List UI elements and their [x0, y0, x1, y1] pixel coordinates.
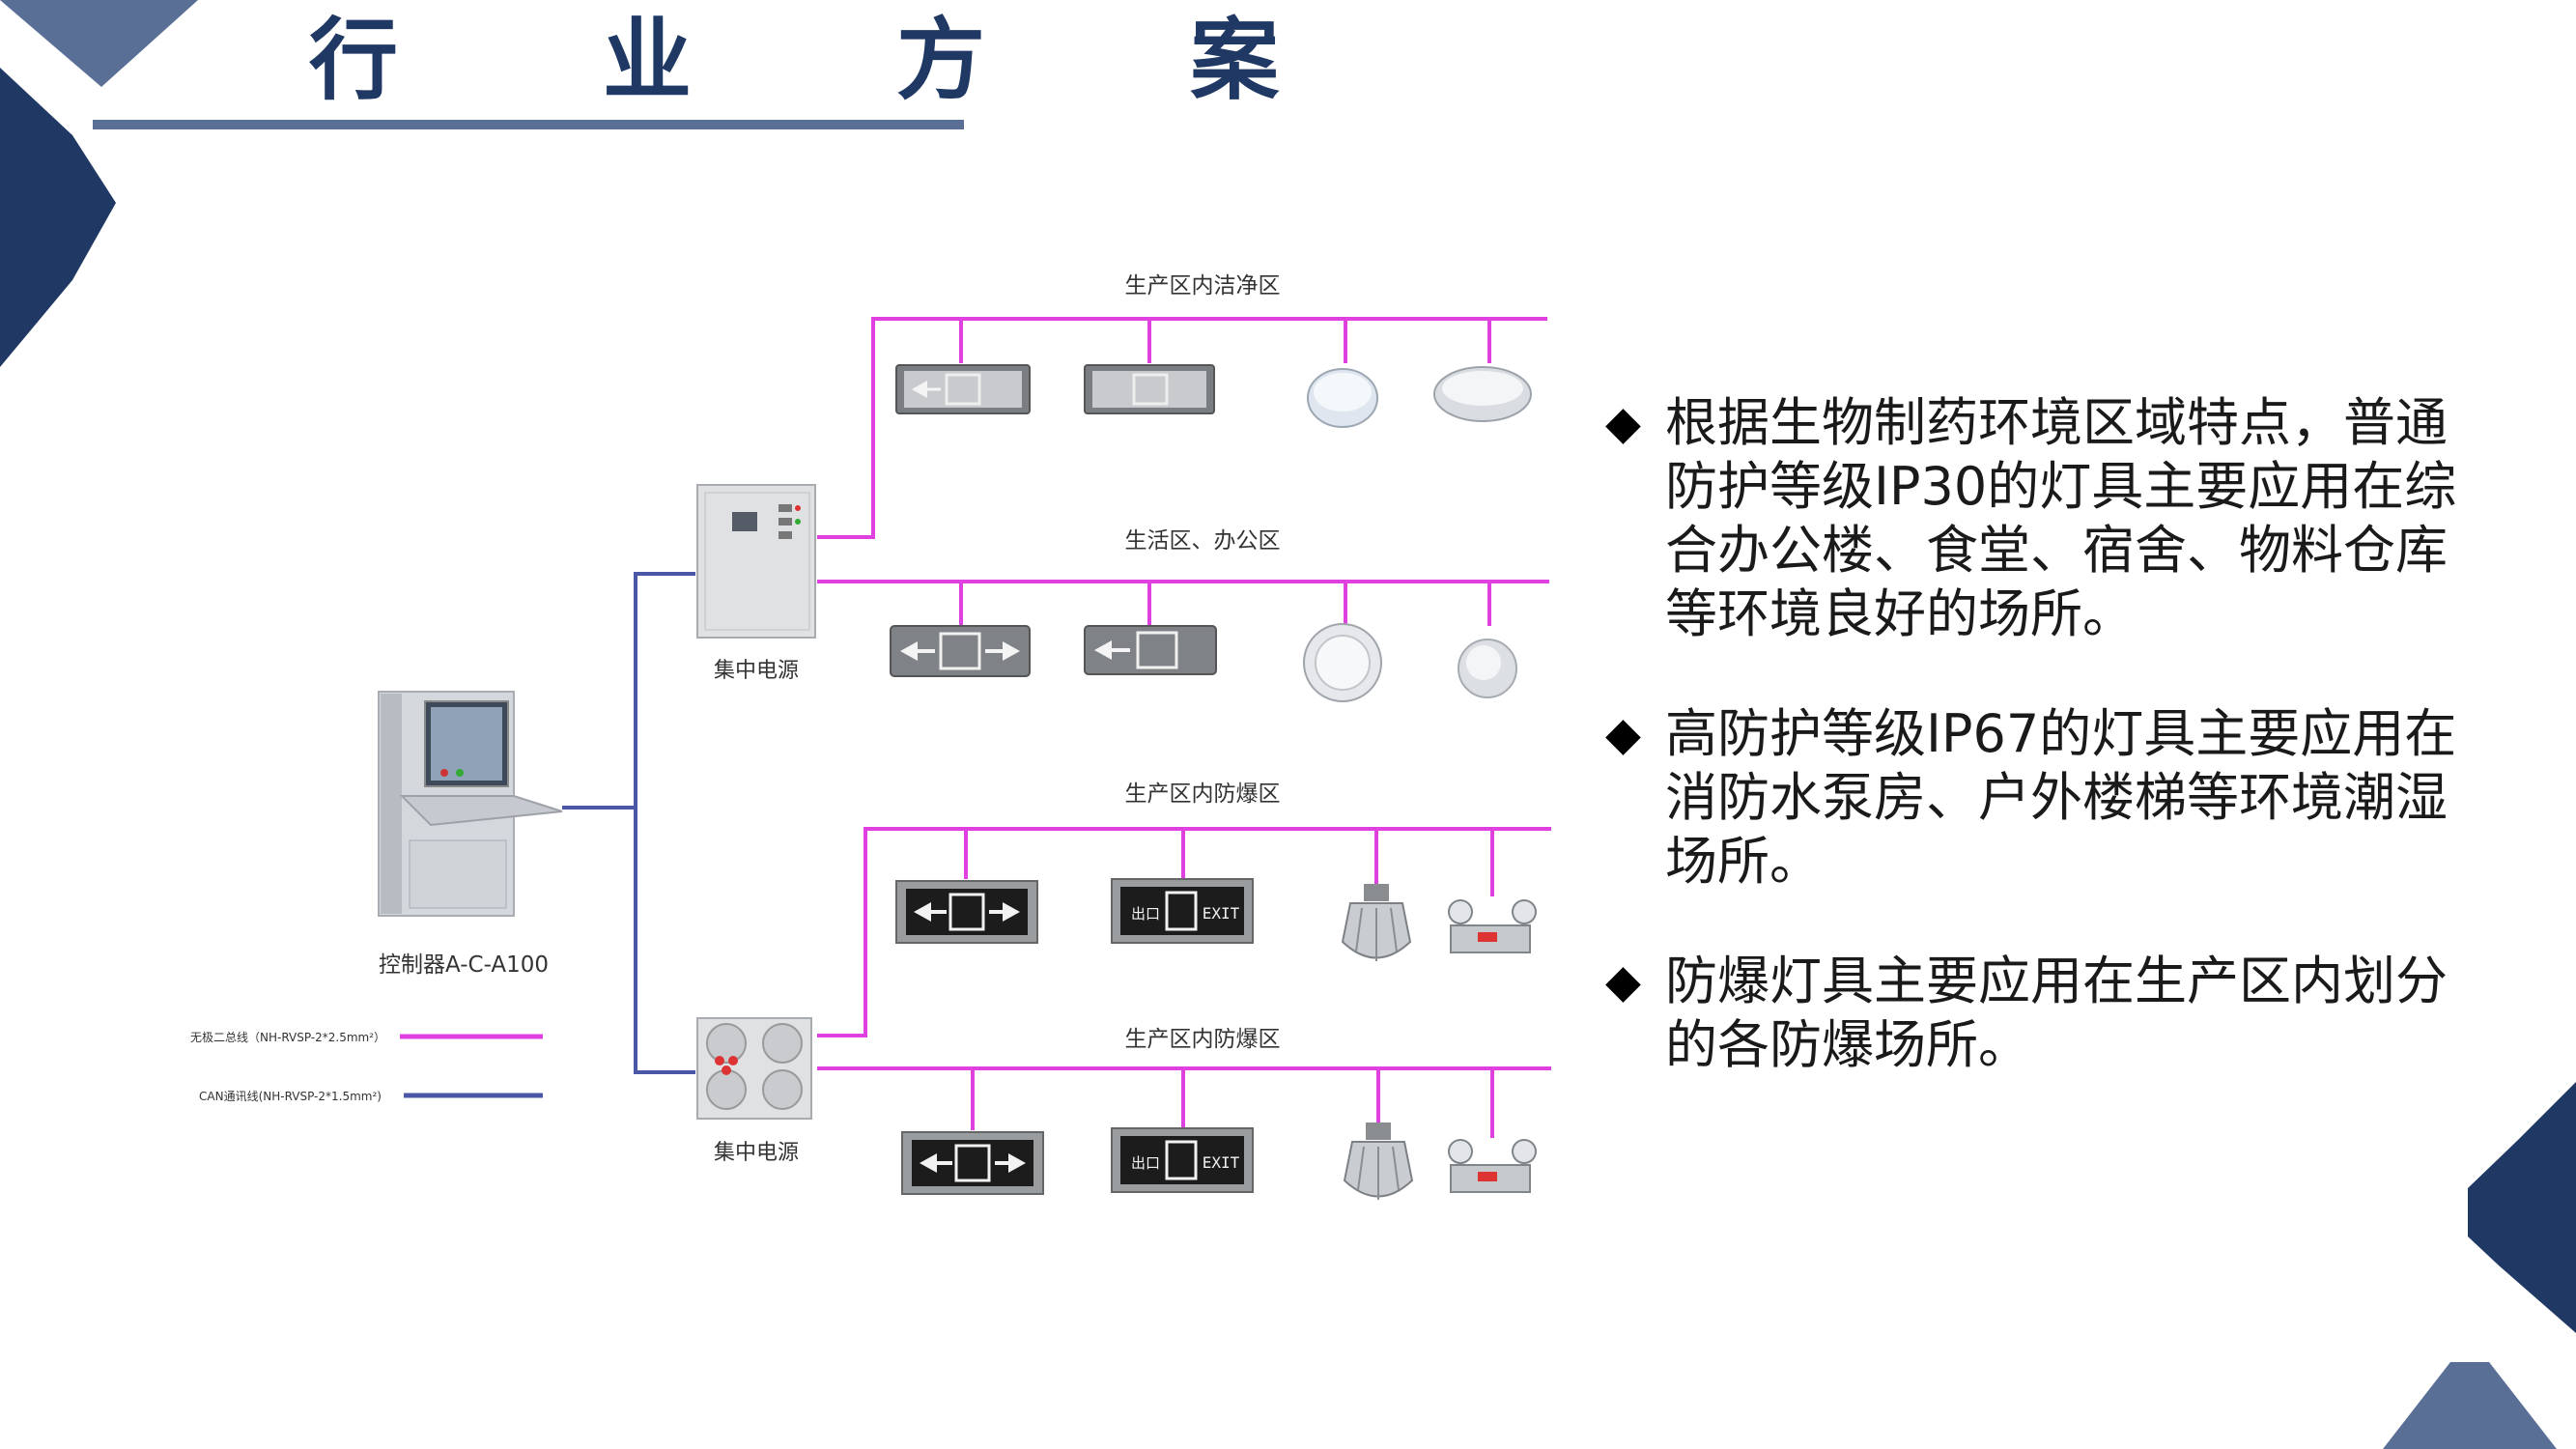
dome-light [1458, 639, 1517, 698]
power-supply-label-2: 集中电源 [714, 1141, 799, 1165]
bullet-text: 高防护等级IP67的灯具主要应用在消防水泵房、户外楼梯等环境潮湿场所。 [1665, 703, 2457, 892]
explosion-proof-lamp-1 [1341, 884, 1412, 961]
bus-lines [817, 317, 1551, 1138]
explosion-proof-exit-sign-bidirectional-2 [901, 1131, 1044, 1195]
controller-label: 控制器A-C-A100 [379, 952, 549, 978]
explosion-proof-emergency-light-2 [1448, 1139, 1537, 1193]
bulkhead-light-oval [1433, 366, 1532, 422]
legend-label-can: CAN通讯线(NH-RVSP-2*1.5mm²) [199, 1090, 382, 1103]
bullet-item-ip67: ◆ 高防护等级IP67的灯具主要应用在消防水泵房、户外楼梯等环境潮湿场所。 [1605, 702, 2475, 894]
zone-label-explosion-proof-2: 生产区内防爆区 [1125, 1027, 1281, 1052]
explosion-proof-emergency-light-1 [1448, 899, 1537, 953]
diamond-bullet-icon: ◆ [1605, 396, 1641, 450]
can-lines [562, 572, 695, 1074]
bullet-item-explosion-proof: ◆ 防爆灯具主要应用在生产区内划分的各防爆场所。 [1605, 950, 2475, 1077]
exit-sign-left-office [1084, 625, 1217, 675]
diamond-bullet-icon: ◆ [1605, 954, 1641, 1009]
diamond-bullet-icon: ◆ [1605, 707, 1641, 761]
exit-sign-bidirectional [895, 364, 1031, 414]
corner-decoration-bottom-right [2383, 1082, 2576, 1449]
controller-cabinet [378, 691, 563, 917]
system-diagram: 控制器A-C-A100 集中电源 集中电源 无极二总线（NH-RVSP-2*2.… [190, 273, 1551, 1200]
exit-sign-text-en-1: EXIT [1203, 904, 1240, 923]
zone-label-explosion-proof-1: 生产区内防爆区 [1125, 781, 1281, 807]
zone-label-office: 生活区、办公区 [1125, 528, 1281, 554]
title-underline [93, 120, 964, 129]
explosion-proof-exit-sign-1: 出口 EXIT [1111, 878, 1254, 944]
bullet-item-ip30: ◆ 根据生物制药环境区域特点，普通防护等级IP30的灯具主要应用在综合办公楼、食… [1605, 391, 2475, 646]
exit-sign-text-cn-2: 出口 [1131, 1154, 1160, 1172]
bullet-list: ◆ 根据生物制药环境区域特点，普通防护等级IP30的灯具主要应用在综合办公楼、食… [1605, 391, 2475, 1133]
zone-label-clean: 生产区内洁净区 [1125, 273, 1281, 298]
corner-decoration-top-left [0, 0, 198, 367]
exit-sign-text-cn-1: 出口 [1131, 905, 1160, 923]
legend-label-bus: 无极二总线（NH-RVSP-2*2.5mm²） [190, 1031, 385, 1044]
ceiling-light-round [1307, 368, 1378, 428]
power-supply-cabinet-1 [696, 484, 816, 639]
power-supply-cabinet-2 [696, 1017, 812, 1120]
smart-ceiling-light [1303, 623, 1382, 702]
explosion-proof-lamp-2 [1343, 1122, 1414, 1200]
legend: 无极二总线（NH-RVSP-2*2.5mm²） CAN通讯线(NH-RVSP-2… [190, 1031, 543, 1103]
bullet-text: 防爆灯具主要应用在生产区内划分的各防爆场所。 [1665, 951, 2448, 1075]
explosion-proof-exit-sign-2: 出口 EXIT [1111, 1127, 1254, 1193]
explosion-proof-exit-sign-bidirectional-1 [895, 880, 1038, 944]
exit-sign-text-en-2: EXIT [1203, 1153, 1240, 1172]
exit-sign-bidirectional-office [890, 625, 1031, 677]
bullet-text: 根据生物制药环境区域特点，普通防护等级IP30的灯具主要应用在综合办公楼、食堂、… [1665, 392, 2457, 644]
exit-sign-plain [1084, 364, 1215, 414]
power-supply-label-1: 集中电源 [714, 659, 799, 683]
page-title: 行 业 方 案 [309, 9, 1367, 112]
